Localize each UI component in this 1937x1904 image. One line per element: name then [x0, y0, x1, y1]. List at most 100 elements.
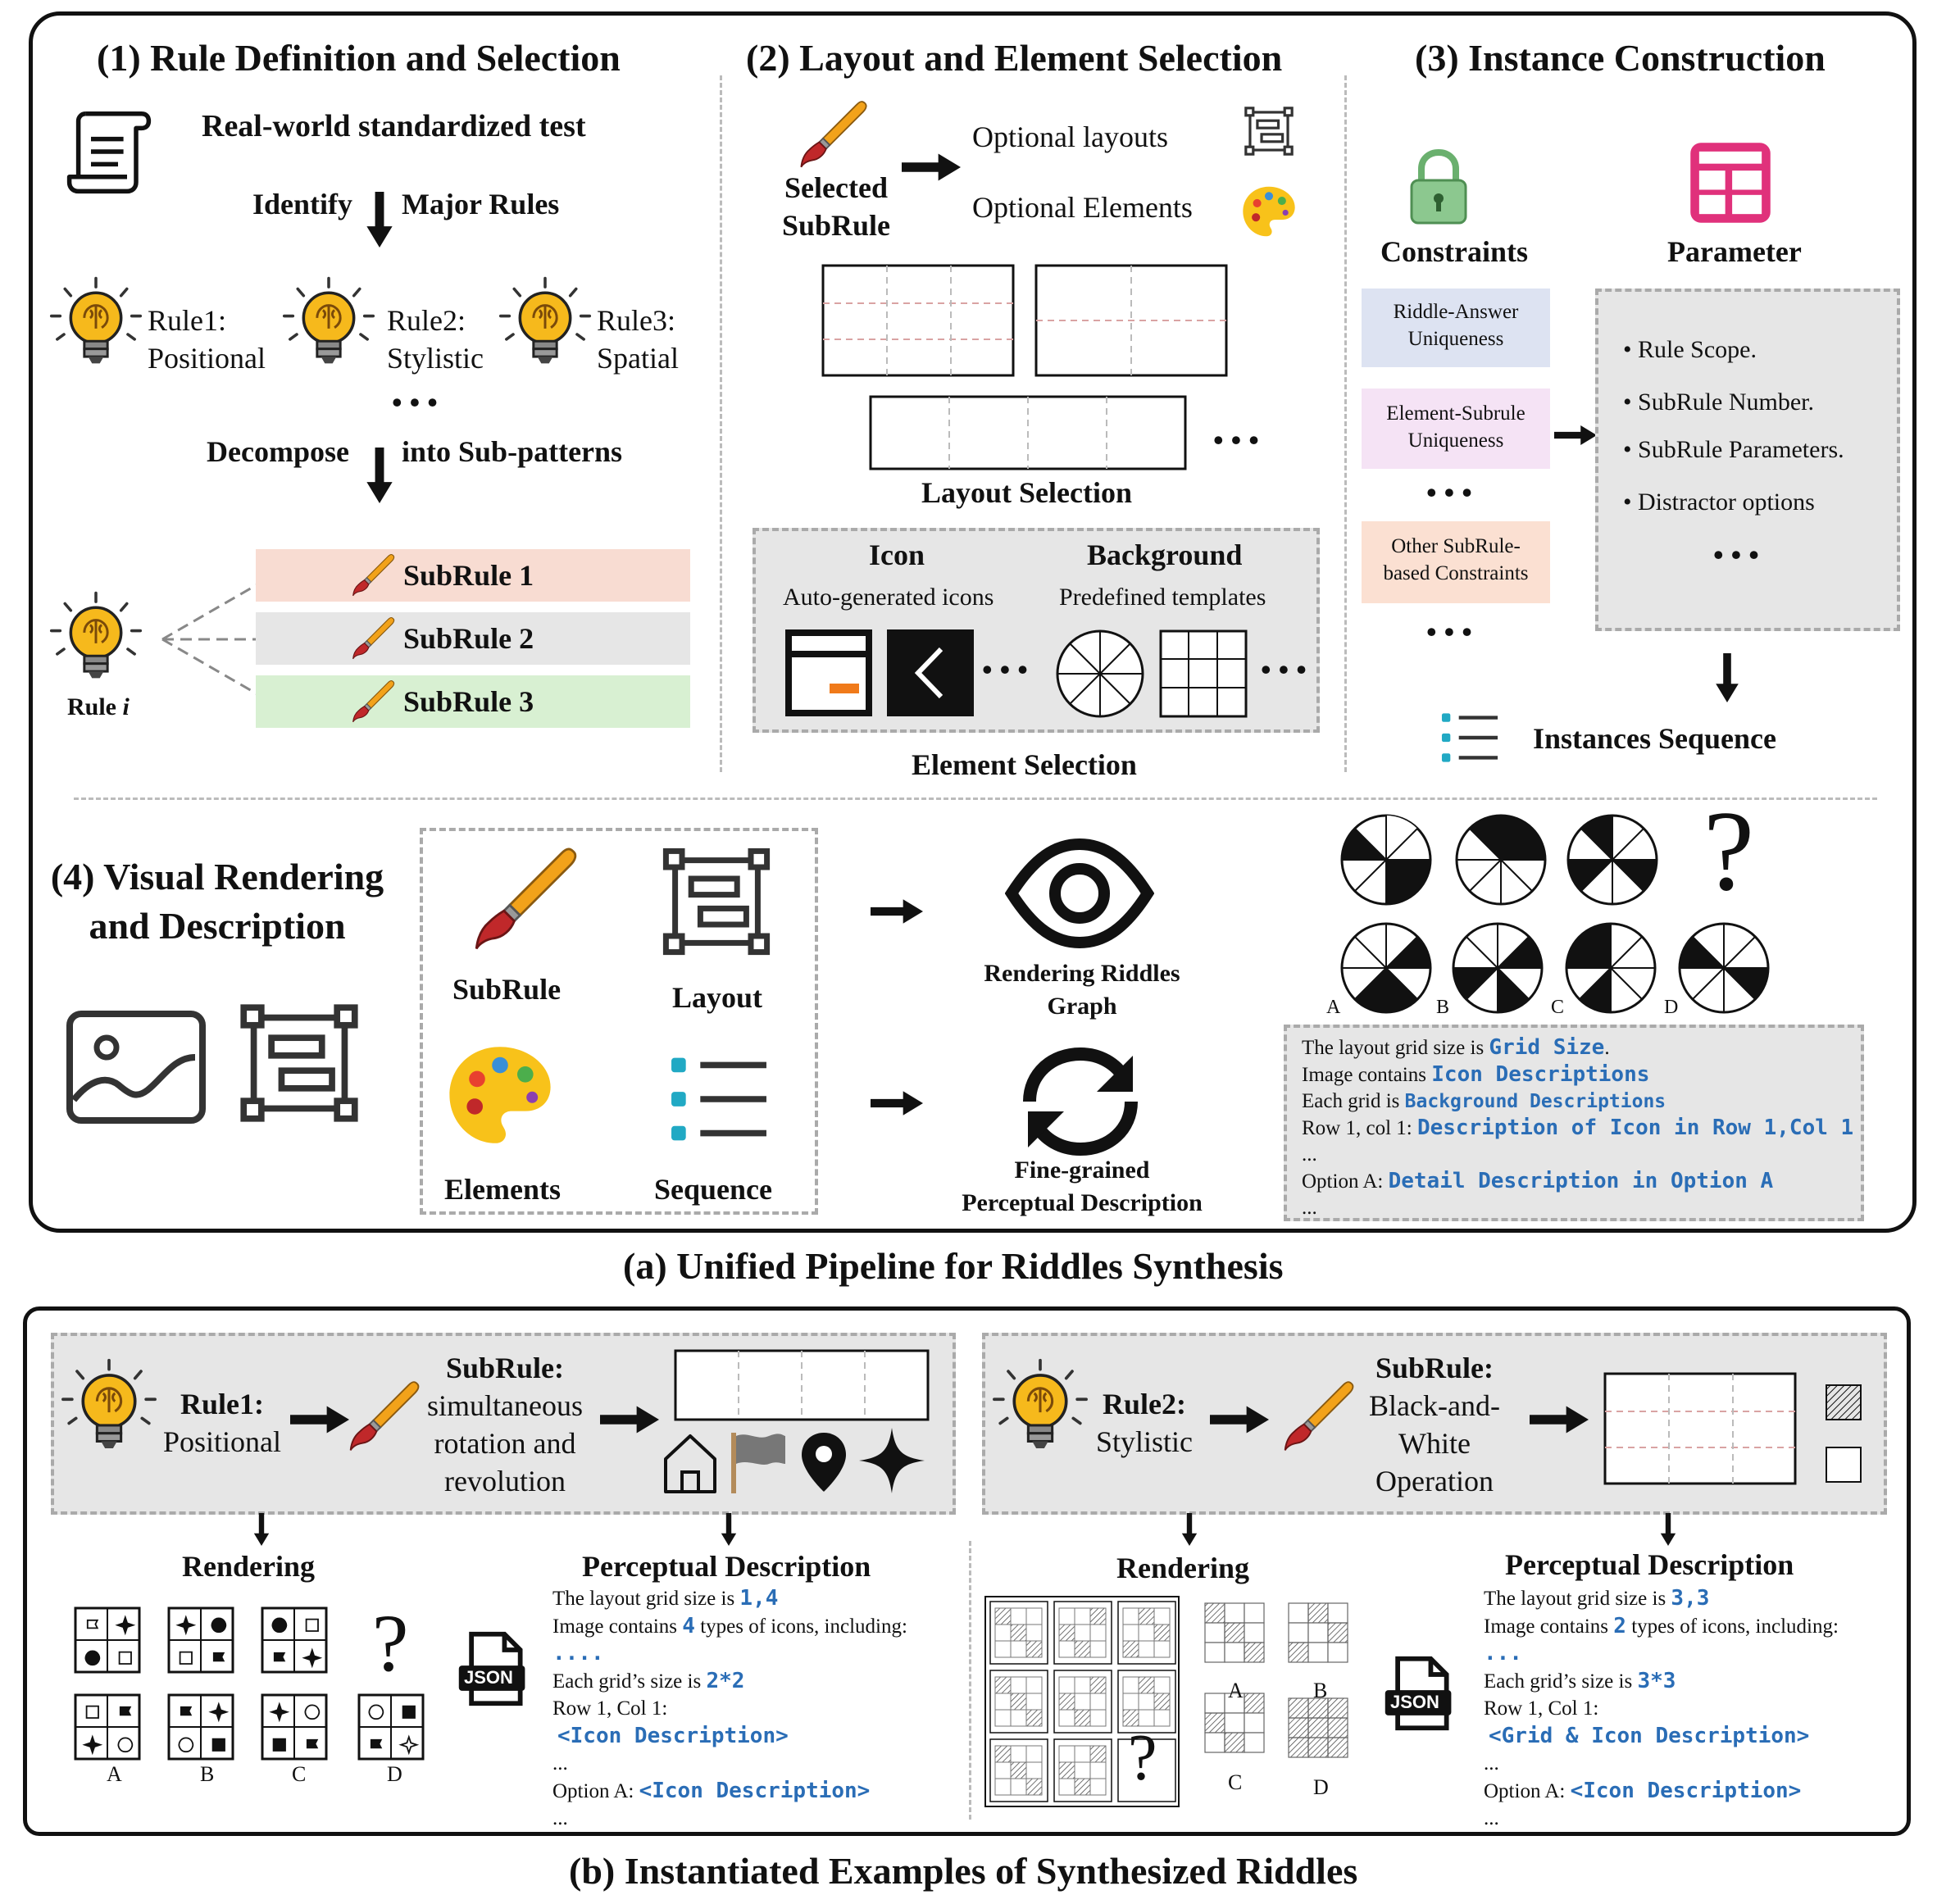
rule-i-text: Rule [67, 693, 116, 720]
ex2-desc-line-7: ... [1484, 1752, 1499, 1774]
ex1-desc-l1-code: 1,4 [739, 1586, 779, 1611]
desc-l4-code: Description of Icon in Row 1,Col 1 [1416, 1116, 1854, 1140]
ex2-desc-l4-code: 3*3 [1637, 1668, 1676, 1693]
constraint-3-line1: Other SubRule- [1391, 535, 1521, 557]
ex2-desc-l8-text: Option A: [1484, 1779, 1571, 1802]
divider-row [74, 797, 1877, 800]
inputs-box [420, 828, 818, 1215]
sequence-icon-large [667, 1047, 771, 1151]
section1-title: (1) Rule Definition and Selection [97, 37, 621, 79]
ex1-desc-l8-text: Option A: [552, 1779, 639, 1802]
desc-l4-text: Row 1, col 1: [1302, 1117, 1417, 1139]
ex2-option-cell [1288, 1602, 1348, 1663]
divider-1-2 [720, 75, 722, 772]
pie-option-label-b: B [1436, 997, 1450, 1018]
ex1-riddle-glyph [85, 1705, 99, 1719]
arrow-right-ex1-b [600, 1405, 659, 1434]
white-square-icon [1826, 1447, 1862, 1483]
ex1-riddle-grid [74, 1606, 451, 1787]
ex2-riddle-grid [984, 1595, 1361, 1808]
ex1-riddle-glyph [211, 1617, 227, 1634]
ex2-desc-l2-text: Image contains [1484, 1615, 1614, 1638]
section3-title: (3) Instance Construction [1415, 37, 1826, 79]
divider-2-3 [1344, 75, 1347, 772]
source-label: Real-world standardized test [202, 109, 586, 143]
fine-line2: Perceptual Description [962, 1189, 1203, 1216]
ex1-rule-label: Rule1: Positional [152, 1385, 292, 1461]
subpatterns-label: into Sub-patterns [402, 435, 623, 468]
brush-icon [349, 552, 397, 600]
pie-option-label-c: C [1551, 997, 1565, 1018]
arrow-right-ex1-a [290, 1405, 349, 1434]
desc-l1-text: The layout grid size is [1302, 1037, 1489, 1059]
arrow-right-describe [871, 1090, 923, 1116]
caption-a: (a) Unified Pipeline for Riddles Synthes… [623, 1245, 1284, 1287]
ex2-option-d: D [1313, 1775, 1329, 1799]
bulb-icon-ex2 [990, 1357, 1090, 1457]
ex2-rule-line1: Rule2: [1103, 1388, 1186, 1420]
caption-b: (b) Instantiated Examples of Synthesized… [569, 1850, 1358, 1892]
refresh-icon [1023, 1047, 1138, 1156]
subrule-2-bar: SubRule 2 [256, 612, 690, 665]
background-header: Background [1087, 538, 1243, 571]
rule2-label: Rule2: Stylistic [387, 302, 484, 377]
ex1-riddle-cell [167, 1606, 234, 1674]
ex1-riddle-glyph [271, 1617, 288, 1634]
description-box [1284, 1025, 1864, 1221]
rule-i-label: Rule i [67, 693, 130, 721]
ex2-subrule-line1: Black-and- [1369, 1389, 1500, 1422]
ex1-riddle-glyph [84, 1650, 101, 1666]
grid-template-icon [1159, 629, 1248, 718]
decompose-label: Decompose [207, 435, 349, 468]
ex1-option-d: D [387, 1762, 402, 1786]
bulb-icon-ex1 [59, 1357, 159, 1457]
section4-title-line1: (4) Visual Rendering [50, 856, 384, 897]
ex2-description-text: The layout grid size is 3,3 Image contai… [1484, 1585, 1839, 1833]
subrule-2-label: SubRule 2 [403, 622, 534, 655]
constraint-box-1: Riddle-Answer Uniqueness [1362, 289, 1550, 367]
bulb-icon-rule2 [280, 275, 377, 372]
background-subheader: Predefined templates [1059, 584, 1266, 611]
constraint-box-3: Other SubRule- based Constraints [1362, 521, 1550, 603]
image-icon [66, 1011, 206, 1124]
window-icon [785, 629, 872, 716]
house-icon [664, 1434, 716, 1493]
ex2-desc-line-3: ... [1484, 1641, 1522, 1665]
ex1-subrule-line1: simultaneous [427, 1389, 583, 1422]
desc-l6-code: Detail Description in Option A [1388, 1169, 1774, 1193]
subrule-3-bar: SubRule 3 [256, 675, 690, 728]
constraint-ellipsis-2: • • • [1426, 616, 1472, 648]
layout-ellipsis: • • • [1213, 424, 1259, 457]
layout-selection-label: Layout Selection [921, 476, 1132, 509]
ex2-desc-l8-code: <Icon Description> [1570, 1778, 1802, 1803]
ex2-json-text: JSON [1390, 1692, 1439, 1712]
pie-option-b [1452, 922, 1544, 1014]
ex1-option-b: B [200, 1762, 215, 1786]
desc-line-6: Option A: Detail Description in Option A [1302, 1168, 1853, 1195]
param-distractor-options: • Distractor options [1623, 488, 1815, 516]
desc-l3-text: Each grid is [1302, 1090, 1405, 1112]
ex1-description-text: The layout grid size is 1,4 Image contai… [552, 1585, 907, 1833]
ex2-desc-l2-code: 2 [1613, 1613, 1626, 1638]
fine-grained-label: Fine-grained Perceptual Description [926, 1154, 1238, 1220]
ex1-riddle-glyph [175, 1615, 197, 1636]
sequence-icon [1439, 705, 1500, 770]
ex1-desc-line-5: Row 1, Col 1: [552, 1697, 668, 1720]
constraint-2-line2: Uniqueness [1407, 429, 1504, 452]
subrule-line: SubRule [781, 209, 891, 242]
lock-icon [1410, 148, 1467, 225]
ex1-riddle-glyph [178, 1737, 194, 1753]
ex2-desc-line-8: Option A: <Icon Description> [1484, 1778, 1839, 1806]
ex2-rule-label: Rule2: Stylistic [1079, 1385, 1210, 1461]
ex1-riddle-glyph [211, 1738, 225, 1752]
constraint-ellipsis: • • • [1426, 476, 1472, 509]
ex1-riddle-glyph [119, 1706, 132, 1716]
rendering-graph-label: Rendering Riddles Graph [951, 957, 1213, 1023]
ex1-desc-l8-code: <Icon Description> [639, 1778, 871, 1803]
optional-elements-label: Optional Elements [972, 191, 1193, 224]
arrow-right-params [1554, 423, 1597, 448]
param-ellipsis: • • • [1713, 538, 1759, 571]
rule3-line1: Rule3: [597, 304, 675, 337]
desc-l2-code: Icon Descriptions [1431, 1062, 1650, 1087]
element-selection-label: Element Selection [912, 748, 1137, 781]
